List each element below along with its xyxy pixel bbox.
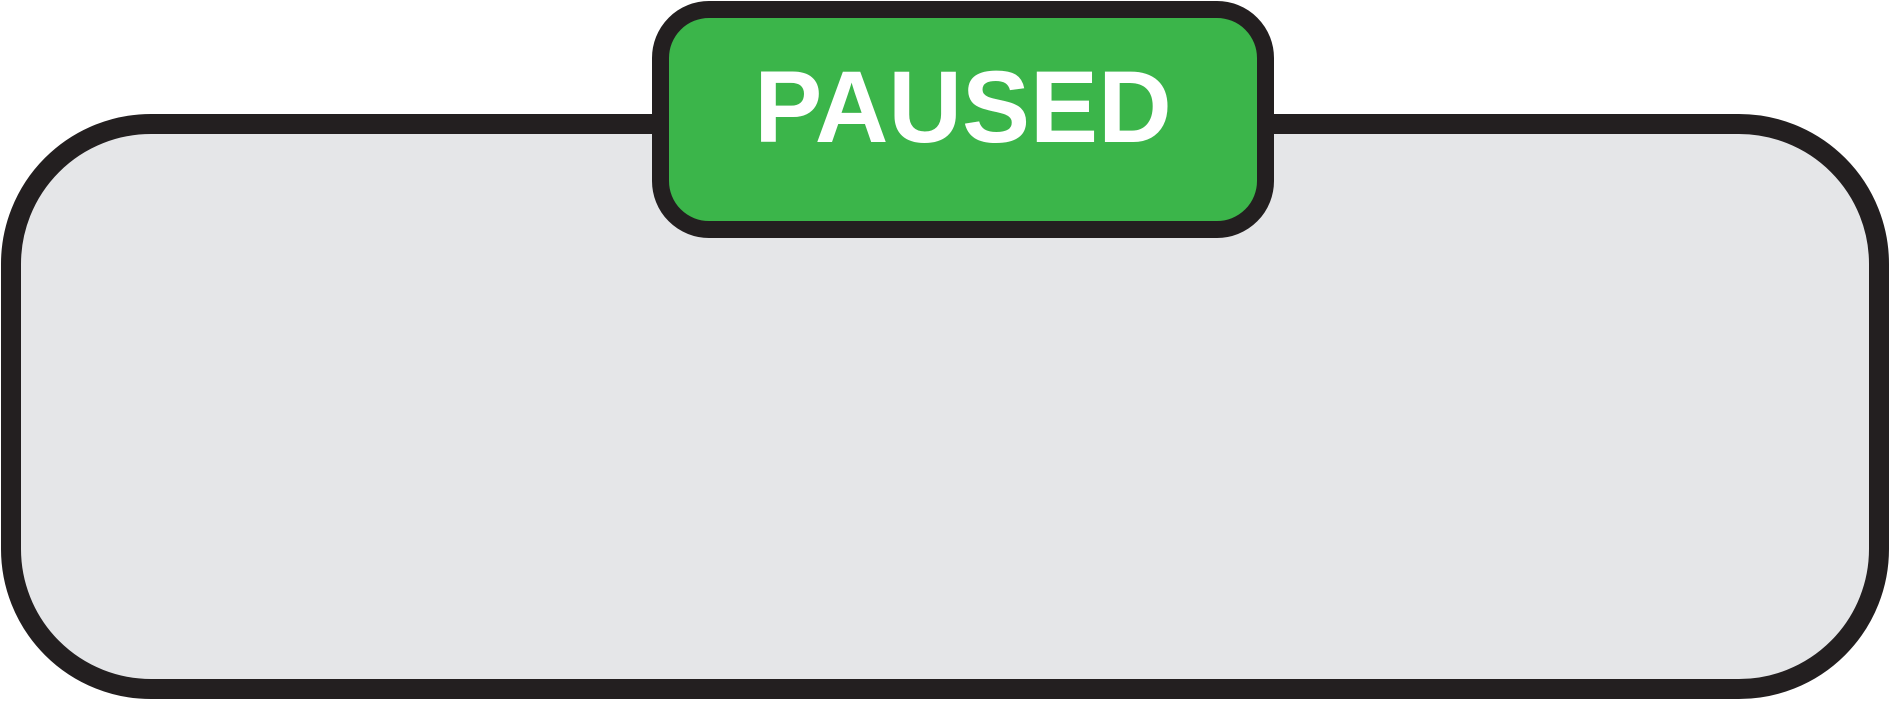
status-badge: PAUSED	[652, 1, 1274, 238]
status-label: PAUSED	[754, 49, 1172, 164]
